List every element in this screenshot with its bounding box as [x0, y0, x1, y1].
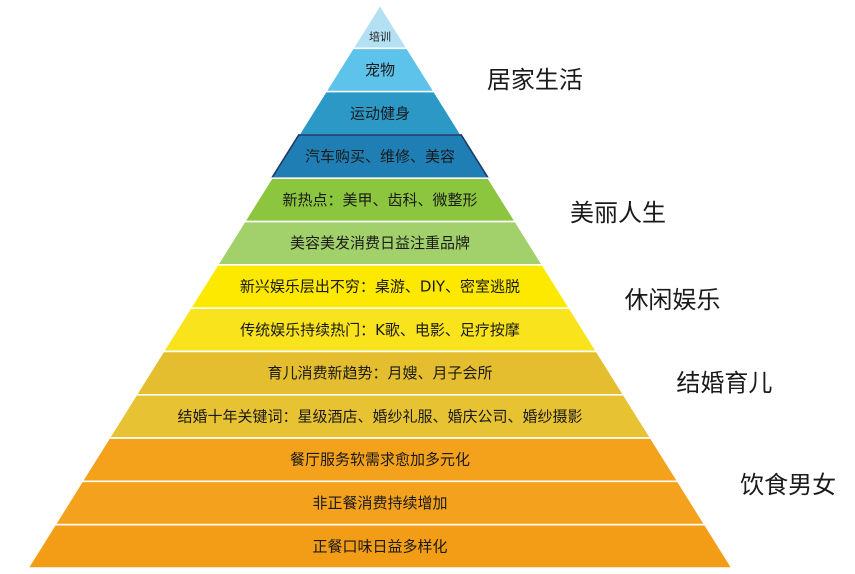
layer-label: 结婚十年关键词：星级酒店、婚纱礼服、婚庆公司、婚纱摄影: [177, 407, 582, 425]
pyramid-layer-labels: 培训宠物运动健身汽车购买、维修、美容新热点：美甲、齿科、微整形美容美发消费日益注…: [177, 30, 582, 556]
layer-label: 育儿消费新趋势：月嫂、月子会所: [267, 364, 492, 382]
layer-label: 宠物: [365, 61, 395, 79]
layer-label: 运动健身: [350, 104, 410, 122]
layer-label: 正餐口味日益多样化: [312, 537, 447, 555]
layer-label: 美容美发消费日益注重品牌: [290, 234, 470, 252]
pyramid-layer: [26, 523, 734, 569]
layer-label: 非正餐消费持续增加: [312, 494, 447, 512]
group-label: 结婚育儿: [676, 369, 772, 397]
layer-label: 餐厅服务软需求愈加多元化: [290, 451, 470, 469]
group-label: 居家生活: [487, 66, 583, 94]
layer-label: 新兴娱乐层出不穷：桌游、DIY、密室逃脱: [240, 278, 520, 296]
layer-label: 培训: [369, 30, 391, 44]
layer-label: 汽车购买、维修、美容: [305, 148, 455, 166]
layer-label: 传统娱乐持续热门：K歌、电影、足疗按摩: [240, 321, 520, 339]
layer-label: 新热点：美甲、齿科、微整形: [282, 191, 477, 209]
group-label: 美丽人生: [570, 199, 666, 227]
pyramid-layers: [26, 3, 734, 569]
group-label: 饮食男女: [740, 471, 836, 499]
group-label: 休闲娱乐: [624, 286, 720, 314]
